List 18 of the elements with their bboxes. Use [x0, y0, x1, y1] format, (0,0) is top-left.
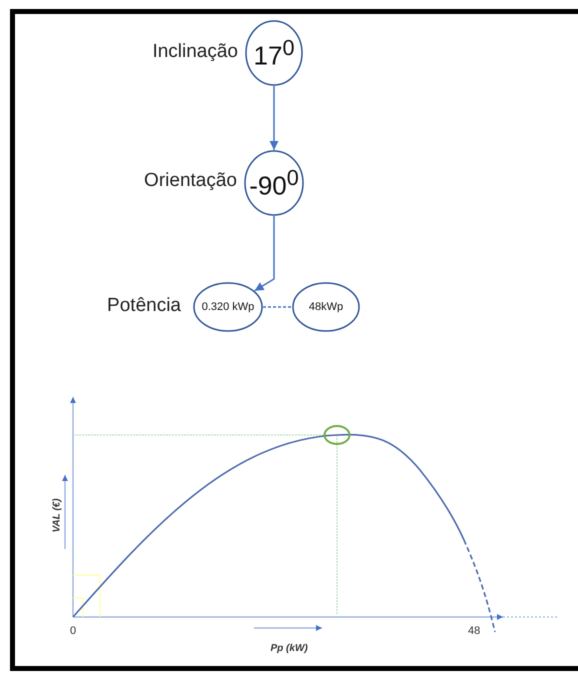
axis-label: Pp (kW): [270, 642, 308, 654]
arrow: [254, 216, 275, 292]
parameter-label: Orientação: [144, 170, 237, 192]
arrow: [270, 86, 278, 150]
ellipse-node: [292, 282, 360, 332]
node-value: 0.320 kWp: [202, 301, 254, 313]
parameter-label: Potência: [107, 295, 181, 317]
ellipse-node: [244, 150, 304, 216]
axis-label: VAL (€): [52, 498, 63, 532]
node-value: 48kWp: [308, 301, 344, 313]
connector-line: [263, 306, 292, 308]
node-value: 17$^{0}$: [254, 34, 294, 72]
node-value: -90$^{0}$: [249, 164, 299, 202]
parameter-label: Inclinação: [152, 41, 238, 63]
axis-label: 48: [468, 625, 480, 637]
ellipse-node: [245, 20, 303, 86]
axis-label: 0: [70, 625, 76, 637]
ellipse-node: [193, 282, 263, 332]
